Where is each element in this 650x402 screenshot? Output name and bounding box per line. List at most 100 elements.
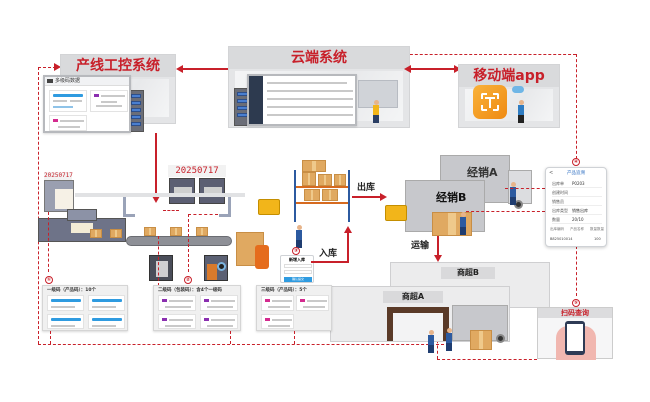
scan-query-panel[interactable]: 扫码查询 — [537, 307, 613, 360]
code-item — [200, 295, 238, 311]
production-to-line — [155, 133, 157, 197]
code-item — [296, 295, 329, 311]
inbound-line-v — [347, 232, 349, 263]
cloud-to-production-line — [183, 68, 228, 70]
product-box — [110, 229, 122, 238]
trace-col-1: 出库编码 — [550, 227, 564, 231]
code-detail-card — [90, 90, 128, 112]
code-item — [88, 314, 125, 329]
boxes-top — [302, 160, 326, 172]
link-4a — [505, 188, 545, 189]
mobile-user-person — [518, 100, 524, 123]
product-box — [170, 227, 182, 236]
back-icon[interactable]: < — [549, 170, 554, 176]
link-1 — [48, 212, 49, 272]
production-to-line-arrow — [152, 196, 160, 203]
level-1-code-card[interactable]: 一级码（产品码）：10个 — [42, 285, 128, 331]
loop-left-top — [38, 67, 56, 68]
scan-link — [437, 359, 537, 360]
scan-query-title: 扫码查询 — [538, 308, 612, 318]
code-item — [88, 295, 125, 311]
card-link — [230, 331, 231, 344]
scan-link-v — [437, 335, 438, 359]
link-2 — [158, 236, 159, 286]
supermarket-a-label: 商超A — [383, 291, 443, 303]
robot-arm-right — [219, 197, 231, 217]
trace-col-2: 产品名称 — [570, 227, 584, 231]
card-link — [294, 331, 295, 344]
transport-arrow — [434, 255, 442, 262]
outbound-arrow — [380, 193, 387, 201]
product-box — [90, 229, 102, 238]
trace-row: 创建时间 — [552, 189, 602, 197]
date-code-small: 20250717 — [44, 172, 73, 180]
level-2-code-title: 二级码（包装码）：含4个一级码 — [158, 288, 222, 293]
pallet-boxes — [470, 330, 492, 350]
pallet-boxes — [432, 212, 472, 236]
loop-bottom — [38, 344, 444, 345]
level-2-code-card[interactable]: 二级码（包装码）：含4个一级码 — [153, 285, 241, 331]
level-1-code-title: 一级码（产品码）：10个 — [47, 288, 97, 293]
worker-store — [428, 330, 434, 353]
trace-footer-code: B825010014 — [550, 237, 573, 241]
step-4-marker: ④ — [572, 158, 580, 166]
inbound-form[interactable]: 新增入库 确认提交 — [280, 255, 314, 283]
overhead-rail — [75, 193, 245, 197]
scanner-device — [149, 255, 173, 281]
code-item — [261, 295, 294, 311]
transport-line — [437, 236, 439, 256]
laser-marker-1 — [169, 178, 195, 204]
worker-distributor — [460, 212, 466, 235]
loop-left-arrow — [54, 63, 61, 71]
camera-device — [204, 255, 228, 281]
inbound-field[interactable] — [284, 264, 312, 268]
worker-store-2 — [446, 328, 452, 351]
mobile-to-cloud-arrow — [404, 65, 411, 73]
laser-marker-2 — [199, 178, 225, 204]
card-link — [50, 331, 51, 344]
product-box — [144, 227, 156, 236]
link-3 — [188, 214, 189, 272]
distributor-b-label: 经销B — [436, 191, 467, 204]
loop-left-vertical — [38, 67, 39, 344]
step-5-marker: ⑤ — [572, 299, 580, 307]
conveyor-belt — [126, 236, 232, 246]
multi-level-code-screen[interactable]: 多级码数据 — [43, 75, 131, 133]
code-item — [47, 295, 84, 311]
inbound-submit-button[interactable]: 确认提交 — [284, 277, 312, 282]
level-3-code-title: 三级码（产品码）：5个 — [261, 288, 307, 293]
wheel — [496, 334, 505, 343]
phone-icon — [565, 321, 585, 355]
inbound-label: 入库 — [319, 249, 338, 259]
inbound-arrow — [344, 226, 352, 233]
loop-right-vertical — [576, 54, 577, 159]
inbound-field[interactable] — [284, 270, 312, 274]
code-item — [200, 314, 238, 329]
forklift-small — [258, 199, 280, 215]
code-item — [158, 295, 196, 311]
cloud-dashboard-screen[interactable] — [247, 74, 357, 126]
cloud-system-title: 云端系统 — [229, 47, 409, 69]
loop-right-top — [400, 54, 576, 55]
supermarket-b-label: 商超B — [441, 267, 495, 279]
outbound-label: 出库 — [357, 183, 376, 193]
link-2h — [163, 210, 179, 211]
dashboard-sidebar — [249, 76, 263, 124]
distributor-a-label: 经销A — [467, 166, 498, 179]
worker-distributor-2 — [510, 182, 516, 205]
cloud-to-mobile-line — [410, 68, 454, 70]
outbound-line — [352, 196, 380, 198]
cloud-sync-icon — [512, 86, 524, 93]
trace-col-3: 数量数量 — [590, 227, 604, 231]
inbound-line-h — [311, 261, 349, 263]
product-box — [196, 227, 208, 236]
trace-row: 销售员 — [552, 198, 602, 206]
forklift-large — [385, 205, 407, 221]
product-trace-title: 产品追溯 — [567, 171, 585, 176]
code-item — [261, 314, 294, 329]
level-3-code-card[interactable]: 三级码（产品码）：5个 — [256, 285, 332, 331]
scan-app-icon[interactable] — [473, 85, 507, 119]
loop-right-lower — [576, 246, 577, 296]
step-3-marker: ③ — [292, 247, 300, 255]
